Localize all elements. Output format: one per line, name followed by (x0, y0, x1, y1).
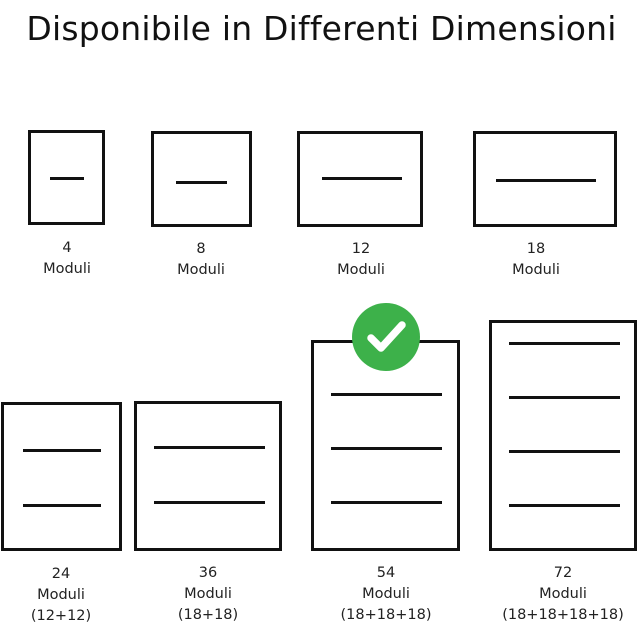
option-unit: Moduli (37, 587, 85, 603)
option-unit: Moduli (184, 586, 232, 602)
option-unit: Moduli (177, 262, 225, 278)
option-18-label: 18 Moduli (461, 239, 611, 281)
panel-18-modules-diagram (473, 131, 617, 227)
option-breakdown: (12+12) (30, 608, 92, 624)
din-rail-line (509, 450, 620, 453)
panel-36-modules-diagram (134, 401, 282, 551)
option-size: 72 (553, 565, 573, 581)
option-unit: Moduli (512, 262, 560, 278)
checkmark-icon (367, 321, 406, 352)
din-rail-line (154, 501, 265, 504)
panel-54-modules-diagram (311, 340, 460, 551)
option-12-label: 12 Moduli (286, 239, 436, 281)
din-rail-line (509, 342, 620, 345)
din-rail-line (331, 393, 442, 396)
din-rail-line (496, 179, 596, 182)
panel-8-modules-diagram (151, 131, 252, 227)
din-rail-line (331, 447, 442, 450)
din-rail-line (509, 504, 620, 507)
option-size: 24 (51, 566, 71, 582)
din-rail-line (322, 177, 402, 180)
din-rail-line (23, 504, 101, 507)
page-title: Disponibile in Differenti Dimensioni (26, 9, 617, 48)
option-size: 36 (198, 565, 218, 581)
panel-72-modules-diagram (489, 320, 637, 551)
din-rail-line (509, 396, 620, 399)
option-size: 12 (351, 241, 371, 257)
option-36-label: 36 Moduli (18+18) (133, 563, 283, 626)
option-breakdown: (18+18+18) (340, 607, 432, 623)
option-breakdown: (18+18+18+18) (502, 607, 624, 623)
option-size: 8 (196, 241, 206, 257)
selected-checkmark-icon (352, 303, 420, 371)
panel-12-modules-diagram (297, 131, 423, 227)
option-unit: Moduli (337, 262, 385, 278)
option-unit: Moduli (362, 586, 410, 602)
option-72-label: 72 Moduli (18+18+18+18) (488, 563, 638, 626)
din-rail-line (176, 181, 227, 184)
option-unit: Moduli (43, 261, 91, 277)
din-rail-line (331, 501, 442, 504)
option-24-label: 24 Moduli (12+12) (0, 564, 136, 627)
panel-4-modules-diagram (28, 130, 105, 225)
option-size: 4 (62, 240, 72, 256)
panel-24-modules-diagram (1, 402, 122, 551)
din-rail-line (154, 446, 265, 449)
din-rail-line (50, 177, 84, 180)
option-size: 54 (376, 565, 396, 581)
option-breakdown: (18+18) (177, 607, 239, 623)
option-size: 18 (526, 241, 546, 257)
option-54-label: 54 Moduli (18+18+18) (311, 563, 461, 626)
option-8-label: 8 Moduli (126, 239, 276, 281)
option-4-label: 4 Moduli (0, 238, 142, 280)
option-unit: Moduli (539, 586, 587, 602)
din-rail-line (23, 449, 101, 452)
